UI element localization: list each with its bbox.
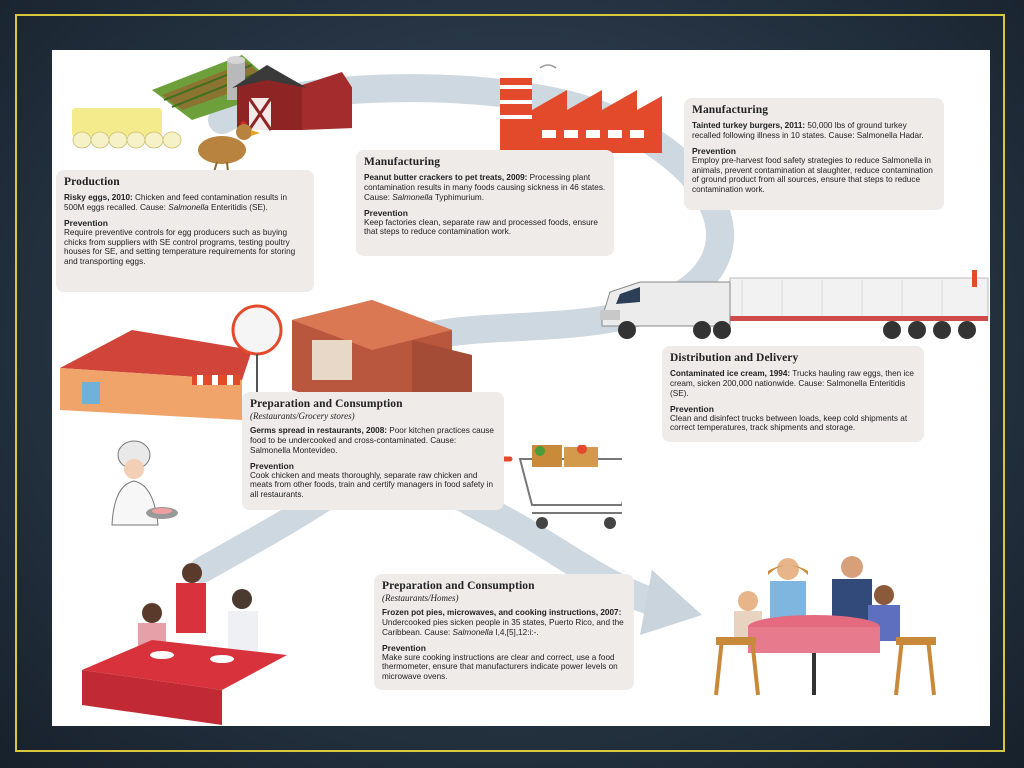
distribution-case-text: Trucks hauling raw eggs, then ice cream,…: [670, 369, 914, 398]
prep-homes-card: Preparation and Consumption (Restaurants…: [374, 574, 634, 690]
farm-illustration: [72, 55, 352, 173]
manufacturing-1-title: Manufacturing: [364, 156, 441, 168]
production-card: Production Risky eggs, 2010: Chicken and…: [56, 170, 314, 292]
prep-homes-case-title: Frozen pot pies, microwaves, and cooking…: [382, 608, 622, 617]
production-prevention-text: Require preventive controls for egg prod…: [64, 227, 296, 267]
manufacturing-2-case-text-a: 50,000 lbs of ground turkey recalled fol…: [692, 121, 907, 140]
production-prevention-label: Prevention: [64, 217, 108, 228]
cart-illustration: [487, 445, 622, 529]
prep-restaurants-subtitle: (Restaurants/Grocery stores): [250, 411, 355, 421]
distribution-case-title: Contaminated ice cream, 1994:: [670, 369, 791, 378]
manufacturing-card-1: Manufacturing Peanut butter crackers to …: [356, 150, 614, 256]
manufacturing-2-case-title: Tainted turkey burgers, 2011:: [692, 121, 806, 130]
prep-homes-prevention-text: Make sure cooking instructions are clear…: [382, 652, 618, 682]
manufacturing-1-case-title: Peanut butter crackers to pet treats, 20…: [364, 173, 528, 182]
distribution-case: Contaminated ice cream, 1994: Trucks hau…: [670, 369, 916, 399]
truck-illustration: [600, 270, 989, 339]
manufacturing-1-case-text-b: Typhimurium.: [432, 192, 484, 202]
prep-restaurants-prevention-label: Prevention: [250, 460, 294, 471]
production-case-text-b: Enteritidis (SE).: [208, 202, 268, 212]
distribution-prevention-text: Clean and disinfect trucks between loads…: [670, 413, 908, 433]
distribution-title: Distribution and Delivery: [670, 352, 799, 364]
production-case-italic: Salmonella: [168, 202, 209, 212]
infographic-panel: Production Risky eggs, 2010: Chicken and…: [52, 50, 990, 726]
prep-restaurants-case-title: Germs spread in restaurants, 2008:: [250, 426, 387, 435]
manufacturing-1-case: Peanut butter crackers to pet treats, 20…: [364, 173, 606, 203]
production-case: Risky eggs, 2010: Chicken and feed conta…: [64, 193, 306, 213]
factory-illustration: [500, 64, 662, 153]
manufacturing-1-case-text-a: Processing plant contamination results i…: [364, 173, 606, 202]
prep-restaurants-case-text: Poor kitchen practices cause food to be …: [250, 426, 494, 455]
prep-homes-prevention-label: Prevention: [382, 642, 426, 653]
manufacturing-card-2: Manufacturing Tainted turkey burgers, 20…: [684, 98, 944, 210]
prep-homes-case-text-a: Undercooked pies sicken people in 35 sta…: [382, 617, 624, 637]
prep-homes-case-italic: Salmonella: [452, 627, 494, 637]
restaurant-scene-illustration: [82, 563, 287, 725]
distribution-card: Distribution and Delivery Contaminated i…: [662, 346, 924, 442]
chef-illustration: [111, 440, 178, 526]
manufacturing-2-case: Tainted turkey burgers, 2011: 50,000 lbs…: [692, 121, 936, 141]
prep-restaurants-card: Preparation and Consumption (Restaurants…: [242, 392, 504, 510]
prep-restaurants-title: Preparation and Consumption: [250, 398, 403, 410]
prep-homes-title: Preparation and Consumption: [382, 580, 535, 592]
distribution-prevention-label: Prevention: [670, 403, 714, 414]
production-case-title: Risky eggs, 2010:: [64, 193, 133, 202]
manufacturing-2-title: Manufacturing: [692, 104, 769, 116]
production-case-text-a: Chicken and feed contamination results i…: [64, 193, 288, 212]
manufacturing-2-case-text-b: Salmonella Hadar.: [856, 130, 924, 140]
prep-homes-subtitle: (Restaurants/Homes): [382, 593, 459, 603]
family-dining-illustration: [714, 556, 936, 696]
manufacturing-1-case-italic: Salmonella: [392, 192, 433, 202]
prep-homes-case: Frozen pot pies, microwaves, and cooking…: [382, 608, 626, 638]
manufacturing-2-prevention-text: Employ pre-harvest food safety strategie…: [692, 155, 933, 195]
manufacturing-2-prevention-label: Prevention: [692, 145, 736, 156]
prep-homes-case-text-b: I,4,[5],12:i:-.: [493, 627, 539, 637]
manufacturing-1-prevention-label: Prevention: [364, 207, 408, 218]
prep-restaurants-prevention-text: Cook chicken and meats thoroughly, separ…: [250, 470, 494, 500]
slide-frame: [15, 14, 1005, 752]
manufacturing-1-prevention-text: Keep factories clean, separate raw and p…: [364, 217, 598, 237]
prep-restaurants-case: Germs spread in restaurants, 2008: Poor …: [250, 426, 496, 456]
production-title: Production: [64, 176, 120, 188]
